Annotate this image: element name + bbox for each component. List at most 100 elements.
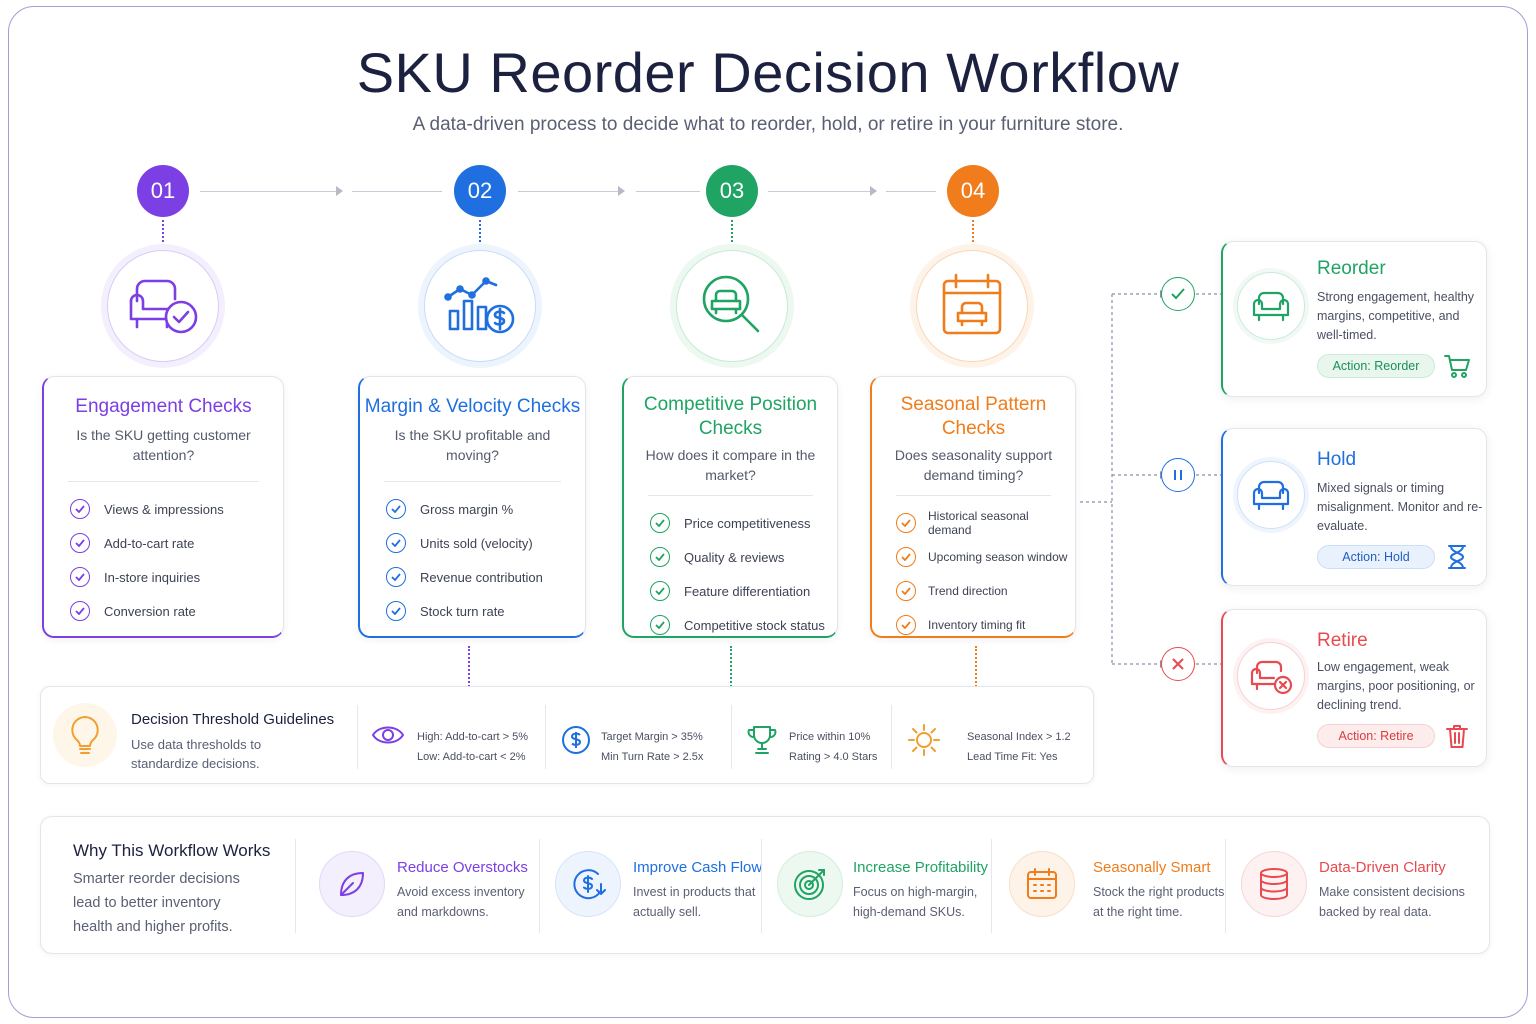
divider (545, 705, 546, 769)
check-item: Price competitiveness (650, 506, 837, 540)
check-item: In-store inquiries (70, 560, 283, 594)
armchair-check-icon (129, 279, 198, 334)
check-item-label: Inventory timing fit (928, 618, 1026, 632)
leaf-icon (340, 872, 364, 896)
outcome-card-reorder: Reorder Strong engagement, healthy margi… (1221, 241, 1487, 397)
drop-line-threshold-2 (468, 646, 470, 710)
outcome-text: Low engagement, weak margins, poor posit… (1317, 660, 1475, 712)
outcome-text: Mixed signals or timing misalignment. Mo… (1317, 481, 1483, 533)
connector-1-2 (200, 191, 338, 192)
step-title: Engagement Checks (75, 396, 252, 417)
step-card-engagement: Engagement Checks Is the SKU getting cus… (42, 376, 284, 638)
threshold-line: Low: Add-to-cart < 2% (417, 751, 526, 763)
why-title: Why This Workflow Works (73, 841, 271, 860)
threshold-line: Lead Time Fit: Yes (967, 751, 1058, 763)
chart-dollar-icon (444, 277, 515, 334)
check-circle-icon (896, 547, 916, 567)
check-item-label: Add-to-cart rate (104, 535, 195, 551)
lightbulb-icon-circle (53, 703, 117, 767)
divider (384, 481, 561, 482)
step-question: How does it compare in the market? (645, 447, 816, 483)
threshold-line: High: Add-to-cart > 5% (417, 731, 528, 743)
step-number-3: 03 (706, 165, 758, 217)
trash-icon[interactable] (1443, 722, 1471, 750)
hold-status (1161, 458, 1195, 492)
check-item: Competitive stock status (650, 608, 837, 642)
outcome-icon-circle (1237, 461, 1305, 529)
check-item-label: Stock turn rate (420, 603, 505, 619)
outcome-icon-circle (1237, 272, 1305, 340)
divider (539, 839, 540, 933)
outcome-title: Reorder (1317, 258, 1386, 279)
threshold-line: Seasonal Index > 1.2 (967, 731, 1071, 743)
check-item-label: Upcoming season window (928, 550, 1068, 564)
why-icon-circle (1241, 851, 1307, 917)
magnifier-chair-icon (702, 275, 760, 333)
check-circle-icon (70, 499, 90, 519)
step-number-1: 01 (137, 165, 189, 217)
check-item: Views & impressions (70, 492, 283, 526)
why-item: Increase Profitability Focus on high-mar… (853, 859, 1003, 922)
drop-line-4 (972, 220, 974, 246)
check-circle-icon (70, 567, 90, 587)
check-item: Add-to-cart rate (70, 526, 283, 560)
divider (991, 839, 992, 933)
connector-3-4-b (886, 191, 936, 192)
check-item-label: Revenue contribution (420, 569, 543, 585)
eye-icon (371, 726, 405, 744)
check-circle-icon (70, 533, 90, 553)
why-text: Smarter reorder decisions lead to better… (73, 871, 240, 935)
divider (68, 481, 259, 482)
check-item: Conversion rate (70, 594, 283, 628)
divider (896, 495, 1051, 496)
check-circle-icon (650, 581, 670, 601)
step-question: Does seasonality support demand timing? (894, 447, 1053, 483)
divider (731, 705, 732, 769)
action-retire-badge[interactable]: Action: Retire (1317, 724, 1435, 748)
threshold-line: Min Turn Rate > 2.5x (601, 751, 704, 763)
step-title: Margin & Velocity Checks (364, 396, 581, 417)
step-number-4: 04 (947, 165, 999, 217)
check-circle-icon (386, 499, 406, 519)
check-item: Upcoming season window (896, 540, 1075, 574)
check-circle-icon (896, 581, 916, 601)
step-title: Seasonal Pattern Checks (900, 394, 1047, 439)
check-item-label: Price competitiveness (684, 515, 811, 531)
check-item: Revenue contribution (386, 560, 585, 594)
check-item-label: Conversion rate (104, 603, 196, 619)
check-circle-icon (650, 615, 670, 635)
why-item: Seasonally Smart Stock the right product… (1093, 859, 1233, 922)
divider (891, 705, 892, 769)
check-item-label: Units sold (velocity) (420, 535, 533, 551)
step-icon-circle-3 (676, 250, 788, 362)
outcome-title: Retire (1317, 630, 1368, 651)
action-hold-badge[interactable]: Action: Hold (1317, 545, 1435, 569)
threshold-guidelines-panel: Decision Threshold Guidelines Use data t… (40, 686, 1094, 784)
why-workflow-panel: Why This Workflow Works Smarter reorder … (40, 816, 1490, 954)
why-item: Improve Cash Flow Invest in products tha… (633, 859, 773, 922)
step-card-competitive: Competitive Position Checks How does it … (622, 376, 838, 638)
check-item: Historical seasonal demand (896, 506, 1075, 540)
cash-flow-icon (573, 869, 606, 900)
check-circle-icon (386, 533, 406, 553)
page-subtitle: A data-driven process to decide what to … (412, 114, 1124, 135)
action-reorder-badge[interactable]: Action: Reorder (1317, 354, 1435, 378)
hourglass-icon[interactable] (1443, 543, 1471, 571)
cart-icon[interactable] (1443, 352, 1471, 380)
step-title: Competitive Position Checks (643, 394, 818, 439)
drop-line-threshold-4 (975, 646, 977, 710)
why-item-title: Data-Driven Clarity (1319, 859, 1446, 876)
step-icon-circle-1 (107, 250, 219, 362)
drop-line-3 (731, 220, 733, 246)
check-item-label: Historical seasonal demand (928, 509, 1029, 537)
check-circle-icon (650, 547, 670, 567)
check-item-label: Gross margin % (420, 501, 514, 517)
threshold-text: Use data thresholds to standardize decis… (131, 737, 262, 771)
lightbulb-icon (71, 716, 99, 754)
threshold-line: Rating > 4.0 Stars (789, 751, 878, 763)
connector-2-3 (518, 191, 620, 192)
step-number-2: 02 (454, 165, 506, 217)
check-circle-icon (650, 513, 670, 533)
why-icon-circle (777, 851, 843, 917)
target-icon (794, 869, 825, 900)
